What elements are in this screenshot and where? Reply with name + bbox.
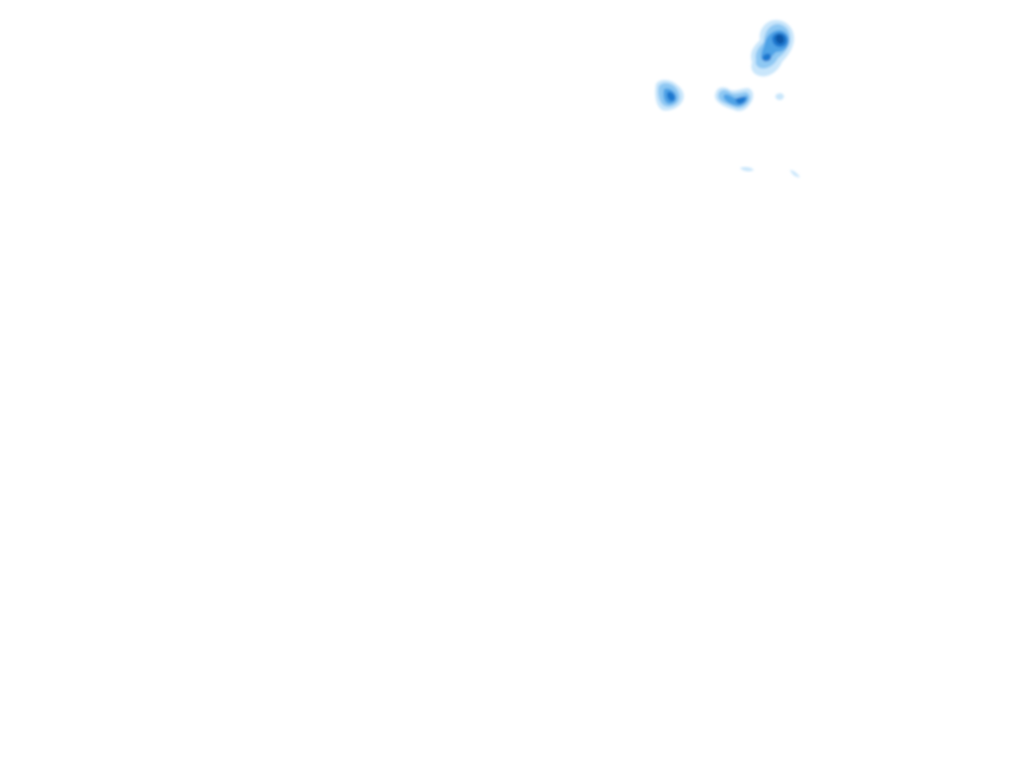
radar-cell-trace-2: [740, 166, 754, 172]
radar-cell-north: [750, 20, 794, 77]
radar-cell-trace-1: [775, 93, 784, 101]
radar-cell-west: [655, 79, 684, 111]
radar-cell-trace-3: [790, 170, 800, 178]
radar-cell-central: [714, 87, 754, 112]
